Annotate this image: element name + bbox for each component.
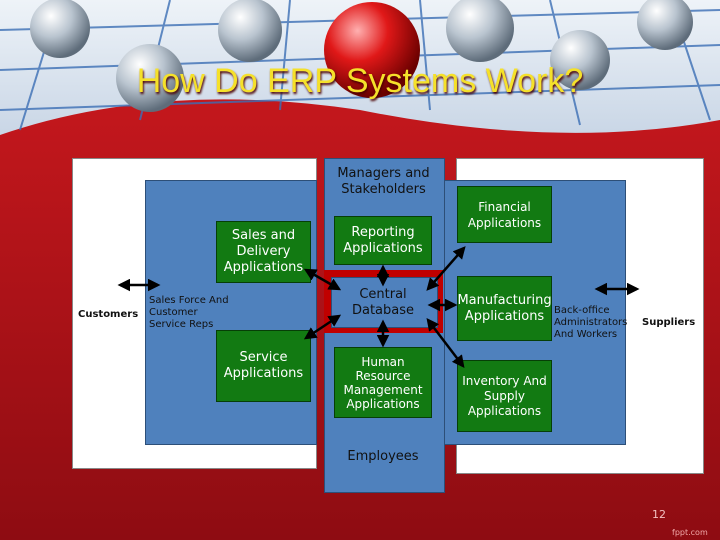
sales-delivery-applications: Sales and Delivery Applications [216,221,311,283]
watermark: fppt.com [672,528,708,537]
page-number: 12 [652,508,666,521]
back-office-label: Back-office Administrators And Workers [554,305,628,340]
financial-applications: Financial Applications [457,186,552,243]
service-applications: Service Applications [216,330,311,402]
customers-label: Customers [78,309,139,320]
central-database-label: Central Database [351,287,415,318]
slide-title: How Do ERP Systems Work? [136,62,584,100]
suppliers-label: Suppliers [642,317,696,328]
managers-label: Managers and Stakeholders [337,166,430,197]
sales-force-label: Sales Force And Customer Service Reps [149,295,229,330]
employees-label: Employees [347,449,419,464]
inventory-applications: Inventory And Supply Applications [457,360,552,432]
reporting-applications: Reporting Applications [334,216,432,265]
hr-applications: Human Resource Management Applications [334,347,432,418]
manufacturing-applications: Manufacturing Applications [457,276,552,341]
